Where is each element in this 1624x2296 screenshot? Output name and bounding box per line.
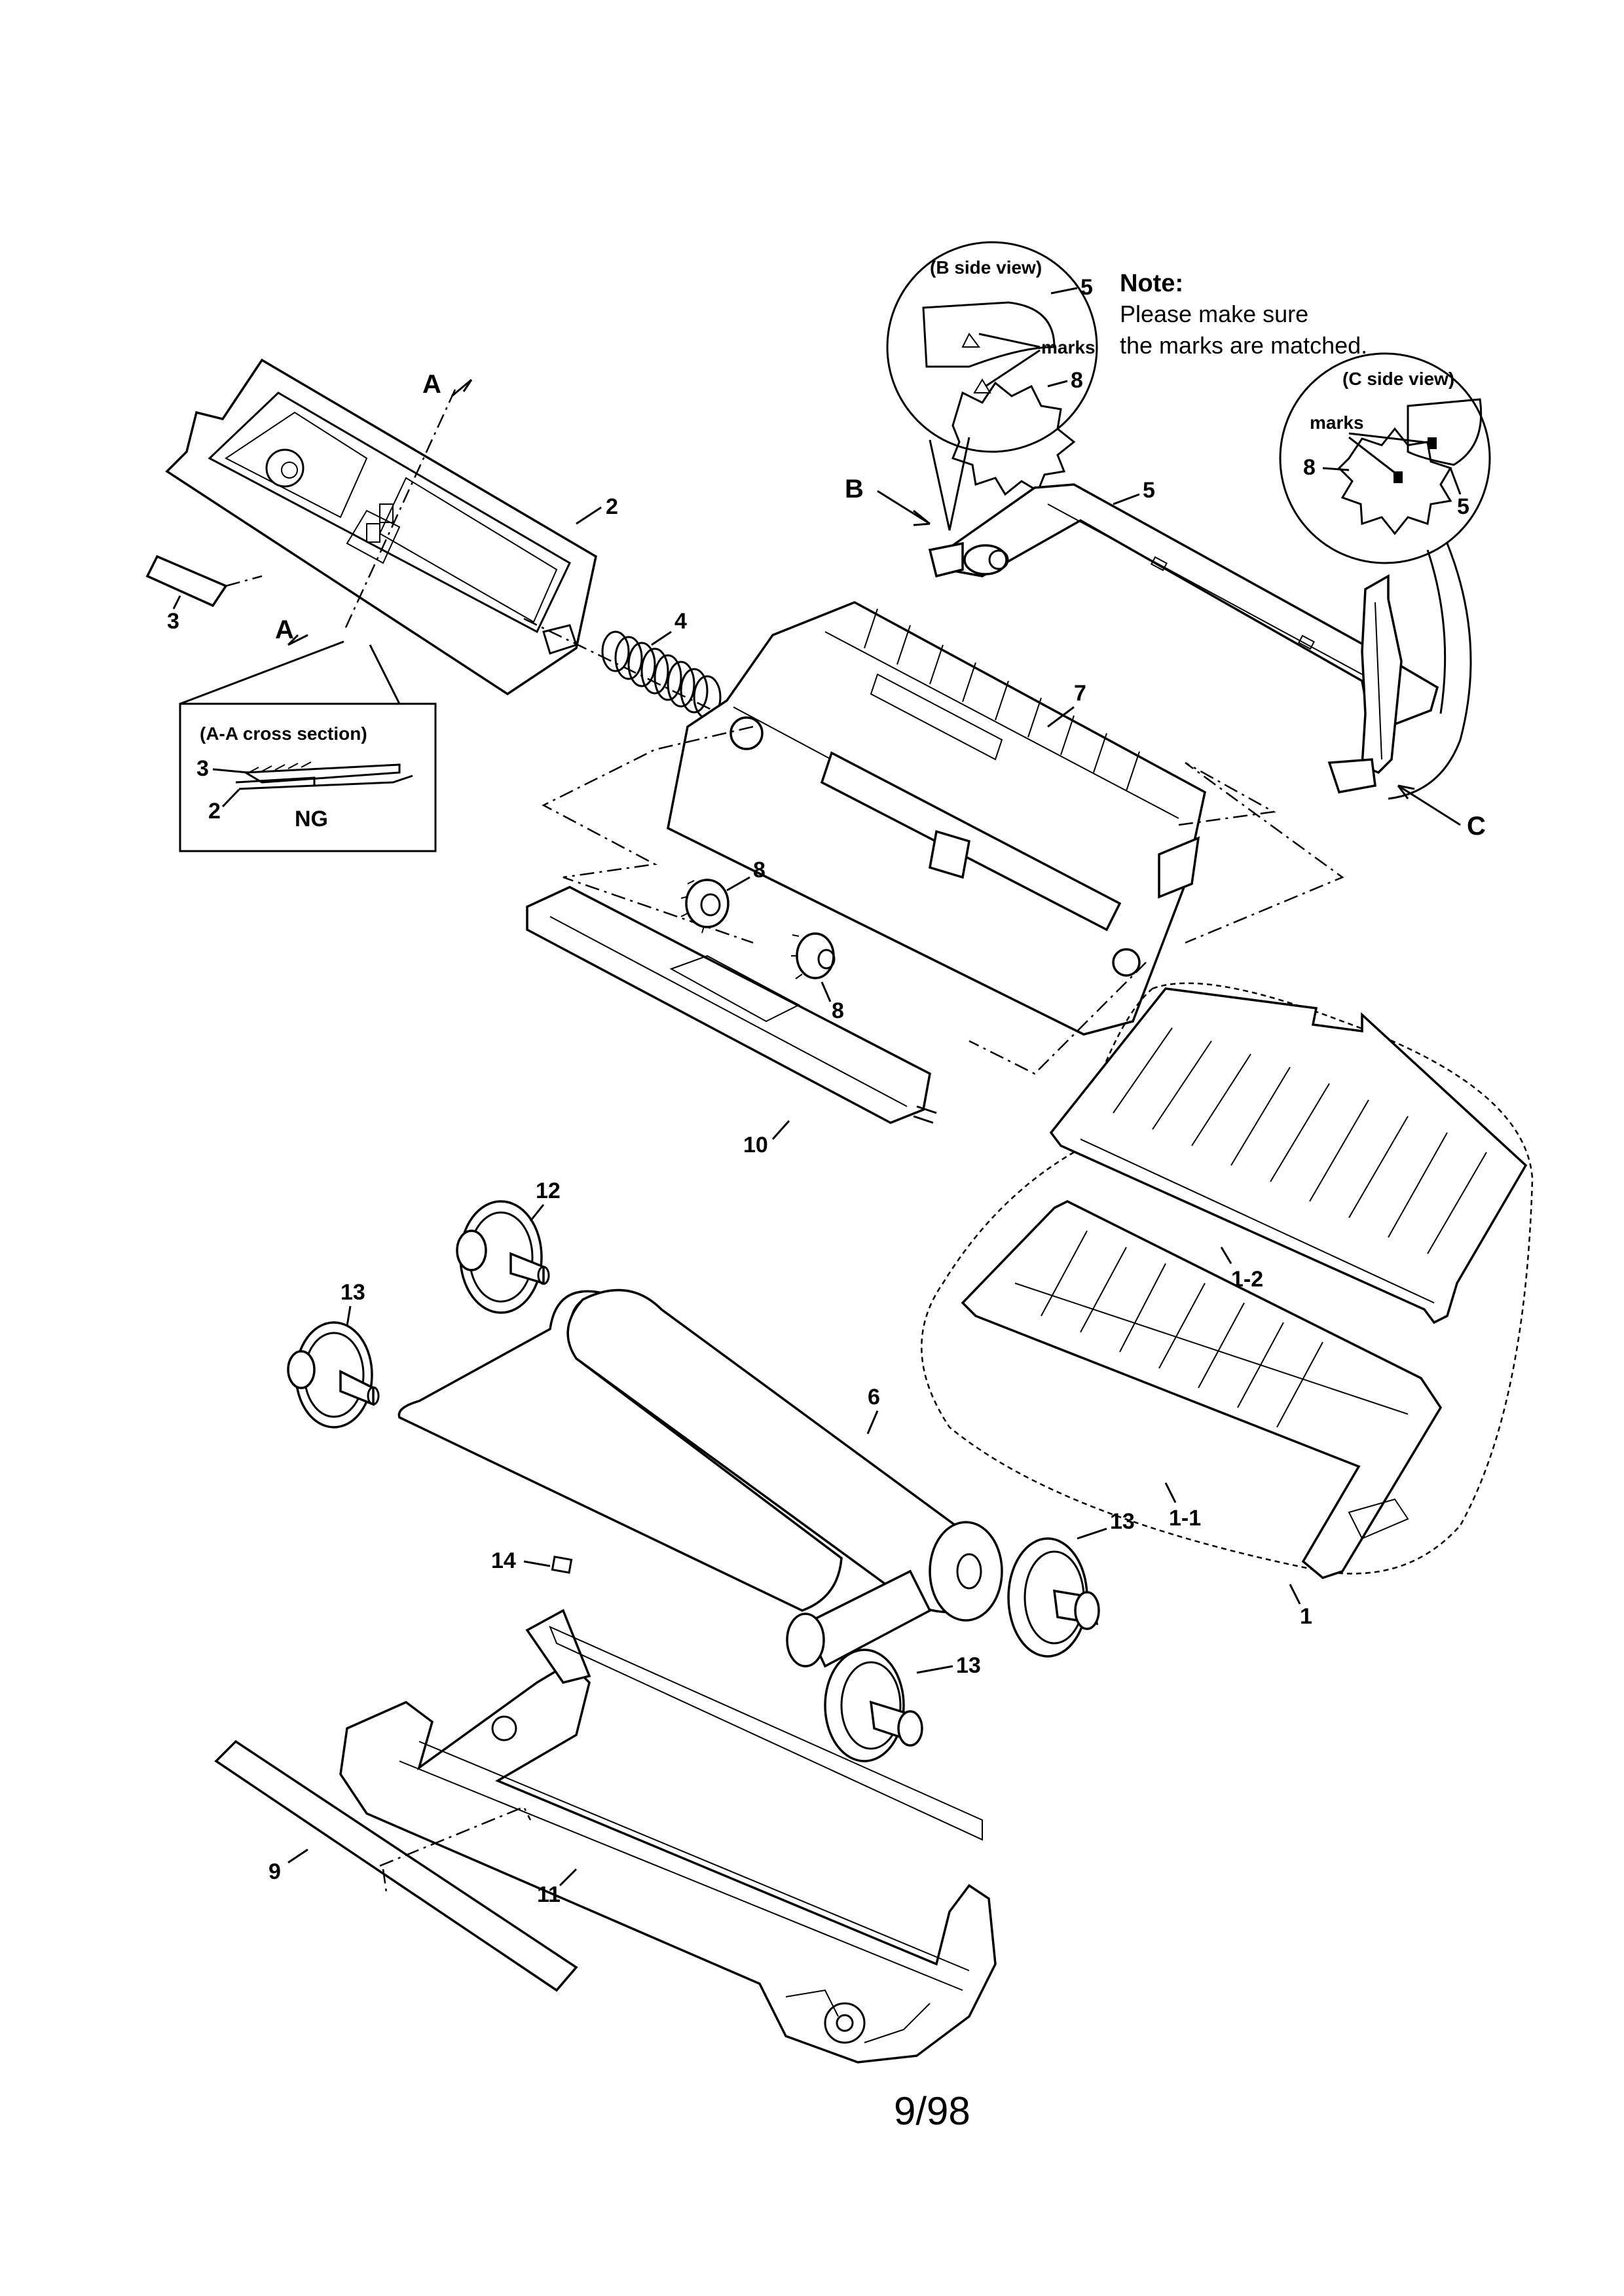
callout-9: 9 — [268, 1859, 281, 1884]
part-13-gear-left — [287, 1321, 380, 1429]
aa-callout-3: 3 — [196, 756, 209, 781]
part-11-cartridge-frame — [339, 1609, 997, 2064]
note-line-1: Please make sure — [1120, 301, 1308, 327]
part-13-gear-right-lower — [824, 1649, 923, 1762]
part-2-cover — [165, 358, 597, 696]
callout-13-left: 13 — [341, 1280, 365, 1305]
c-view-callout-5: 5 — [1457, 494, 1469, 519]
callout-14: 14 — [491, 1548, 516, 1573]
part-4-spring — [523, 617, 741, 725]
part-13-gear-right-upper — [1007, 1537, 1100, 1658]
part-8-gear-right — [791, 932, 836, 979]
c-view-callout-8: 8 — [1303, 455, 1316, 480]
callout-6: 6 — [868, 1385, 880, 1410]
part-14-chip — [551, 1556, 573, 1574]
aa-cross-section-box: (A-A cross section) 3 2 NG — [179, 640, 437, 852]
view-arrow-c: C — [1467, 812, 1486, 841]
part-7-carrier — [667, 601, 1206, 1036]
b-side-view-title: (B side view) — [930, 257, 1042, 278]
view-arrow-b: B — [845, 475, 864, 503]
part-5-frame — [928, 483, 1439, 793]
callout-11: 11 — [537, 1882, 561, 1907]
callout-5: 5 — [1143, 478, 1155, 503]
callout-8-lower: 8 — [832, 998, 844, 1023]
part-10-tray — [526, 886, 937, 1124]
c-side-view-title: (C side view) — [1342, 369, 1454, 389]
section-arrow-a-bottom: A — [275, 615, 294, 644]
part-8-gear-left — [680, 879, 729, 934]
part-12-gear — [456, 1200, 550, 1314]
b-view-callout-8: 8 — [1071, 368, 1083, 393]
callout-13-right-lower: 13 — [956, 1653, 981, 1678]
callout-10: 10 — [743, 1133, 768, 1157]
c-view-marks-label: marks — [1310, 412, 1364, 433]
part-9-strip — [214, 1740, 578, 1992]
b-view-callout-5: 5 — [1080, 275, 1093, 300]
part-3-pad — [145, 555, 263, 608]
c-side-view-detail: (C side view) marks 8 5 — [1279, 352, 1491, 800]
callout-2: 2 — [606, 494, 618, 519]
b-side-view-detail: (B side view) 5 marks 8 — [886, 241, 1098, 531]
note-heading: Note: — [1120, 270, 1183, 297]
callout-1-1: 1-1 — [1169, 1506, 1201, 1531]
callout-3: 3 — [167, 609, 179, 634]
callout-7: 7 — [1074, 681, 1086, 706]
b-view-marks-label: marks — [1041, 337, 1096, 357]
callout-13-right-upper: 13 — [1110, 1509, 1135, 1534]
note-block: Note: Please make sure the marks are mat… — [1120, 270, 1367, 359]
aa-callout-2: 2 — [208, 799, 221, 824]
section-arrow-a-top: A — [422, 370, 441, 399]
aa-cross-section-title: (A-A cross section) — [200, 723, 367, 744]
page-number: 9/98 — [894, 2089, 970, 2133]
part-6-film-roll — [397, 1288, 1003, 1668]
part-1-2-upper-tray — [1049, 987, 1528, 1324]
callout-12: 12 — [536, 1178, 561, 1203]
note-line-2: the marks are matched. — [1120, 332, 1367, 359]
aa-ng-label: NG — [295, 807, 328, 831]
callout-1: 1 — [1300, 1604, 1312, 1629]
callout-4: 4 — [674, 609, 687, 634]
callout-8-upper: 8 — [753, 858, 766, 883]
part-1-1-lower-tray — [961, 1200, 1443, 1579]
